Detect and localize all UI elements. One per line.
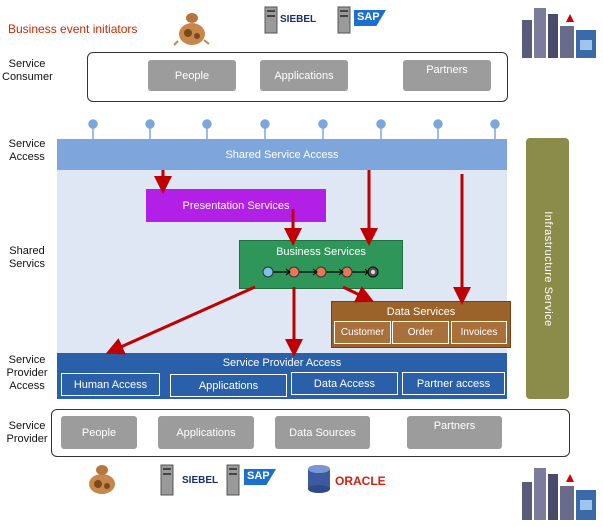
server-icon xyxy=(160,464,174,496)
siebel-logo: SIEBEL xyxy=(280,14,317,25)
database-icon xyxy=(306,464,332,494)
city-buildings-icon xyxy=(520,0,600,60)
server-icon xyxy=(337,6,351,34)
row-label-shared-services: Shared Servics xyxy=(8,245,46,270)
row-label-service-provider-access: Service Provider Access xyxy=(6,354,48,392)
server-icon xyxy=(264,6,278,34)
spa-partner-access[interactable]: Partner access xyxy=(402,372,505,395)
consumer-applications[interactable]: Applications xyxy=(260,60,348,91)
provider-data-sources[interactable]: Data Sources xyxy=(275,416,370,449)
spa-applications[interactable]: Applications xyxy=(170,374,287,397)
money-bag-icon xyxy=(172,8,212,46)
city-buildings-icon xyxy=(520,460,600,522)
sap-logo: SAP xyxy=(354,10,386,26)
provider-applications[interactable]: Applications xyxy=(158,416,254,449)
business-services-label: Business Services xyxy=(276,246,366,258)
business-services[interactable]: Business Services xyxy=(239,240,403,289)
shared-service-access[interactable]: Shared Service Access xyxy=(57,139,507,170)
infrastructure-service[interactable]: Infrastructure Service xyxy=(526,138,569,399)
spa-human-access[interactable]: Human Access xyxy=(61,373,160,396)
row-label-service-consumer: Service Consumer xyxy=(2,58,53,83)
presentation-services[interactable]: Presentation Services xyxy=(146,189,326,222)
server-icon xyxy=(226,464,240,496)
row-label-service-provider: Service Provider xyxy=(6,420,48,445)
row-label-service-access: Service Access xyxy=(8,138,46,163)
data-service-invoices[interactable]: Invoices xyxy=(451,321,507,344)
business-event-initiators-label: Business event initiators xyxy=(8,22,138,36)
access-pins xyxy=(88,119,500,139)
provider-people[interactable]: People xyxy=(61,416,137,449)
sap-logo: SAP xyxy=(244,469,276,485)
provider-partners[interactable]: Partners xyxy=(407,416,502,449)
money-bag-icon xyxy=(82,462,122,496)
data-services-label: Data Services xyxy=(386,306,456,318)
service-provider-access-label: Service Provider Access xyxy=(222,357,342,369)
consumer-people[interactable]: People xyxy=(148,60,236,91)
service-chain-icon xyxy=(262,266,379,278)
data-service-customer[interactable]: Customer xyxy=(334,321,391,344)
consumer-partners[interactable]: Partners xyxy=(403,60,491,91)
spa-data-access[interactable]: Data Access xyxy=(291,372,398,395)
data-service-order[interactable]: Order xyxy=(392,321,449,344)
oracle-logo: ORACLE xyxy=(335,474,386,488)
siebel-logo: SIEBEL xyxy=(182,475,219,486)
